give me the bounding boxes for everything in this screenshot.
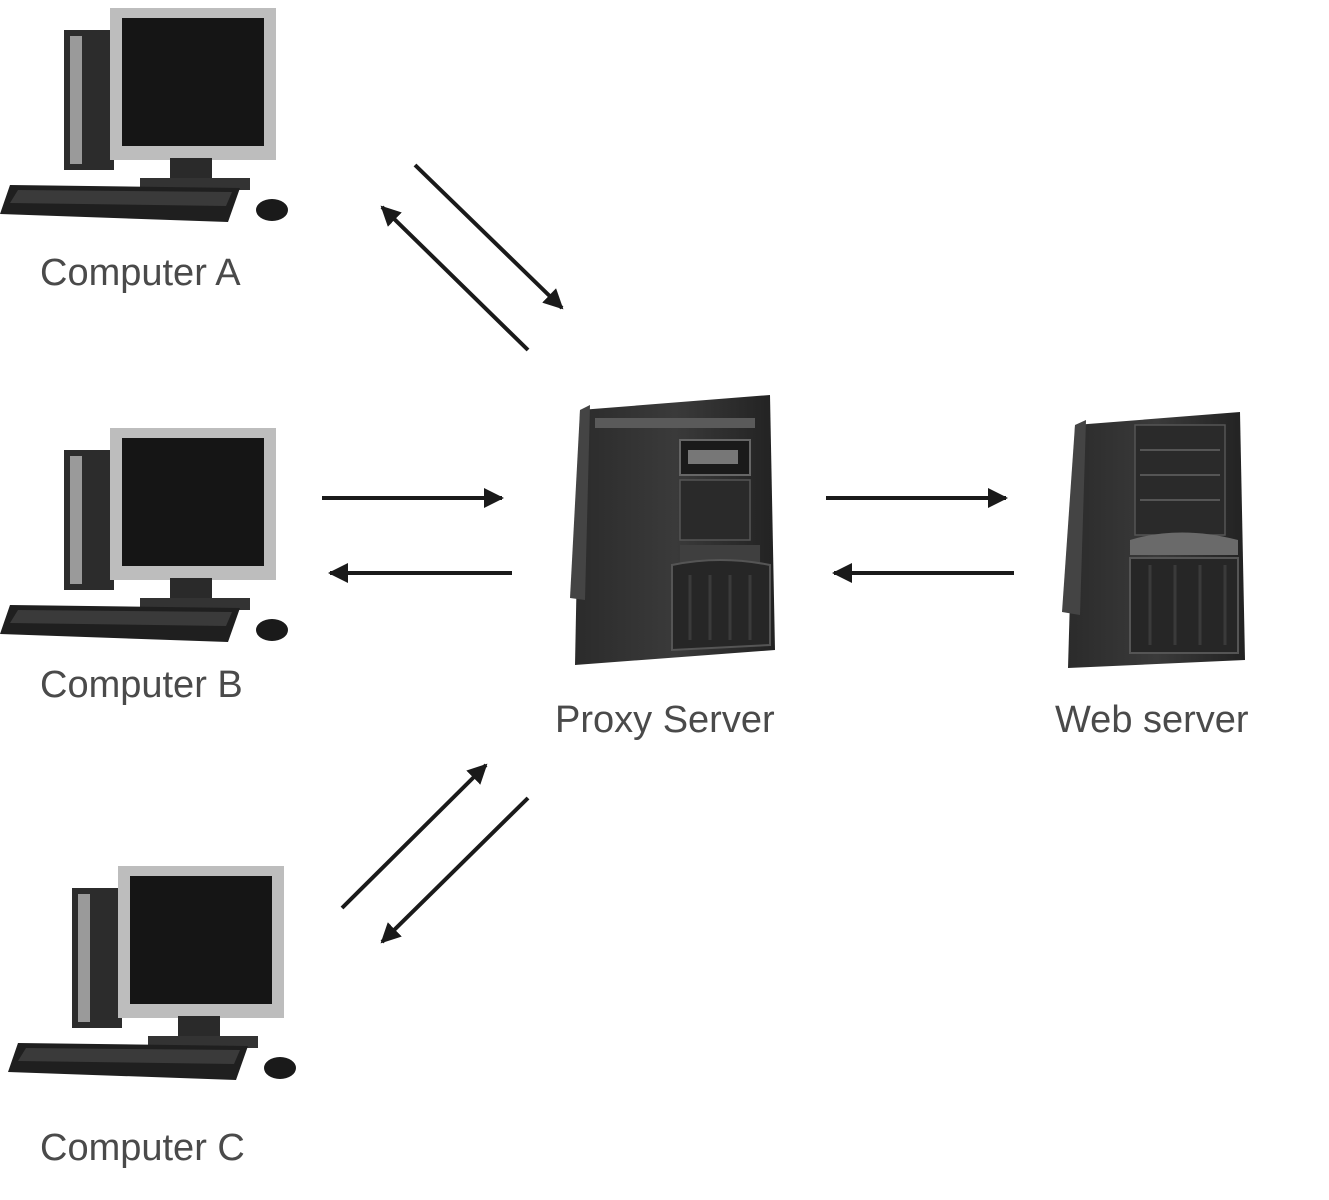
web-server-icon <box>1062 412 1245 668</box>
arrow-a-to-proxy <box>413 163 564 310</box>
computer-b-label: Computer B <box>40 664 243 706</box>
arrow-c-to-proxy <box>340 763 488 910</box>
proxy-server-label: Proxy Server <box>555 699 775 741</box>
proxy-server-icon <box>570 395 775 665</box>
computer-a-icon <box>0 8 288 222</box>
computer-c-label: Computer C <box>40 1127 245 1169</box>
computer-a-label: Computer A <box>40 252 241 294</box>
arrow-proxy-to-c <box>380 796 530 944</box>
computer-b-icon <box>0 428 288 642</box>
web-server-label: Web server <box>1055 699 1249 741</box>
computer-c-icon <box>8 866 296 1080</box>
arrow-proxy-to-a <box>380 205 530 352</box>
